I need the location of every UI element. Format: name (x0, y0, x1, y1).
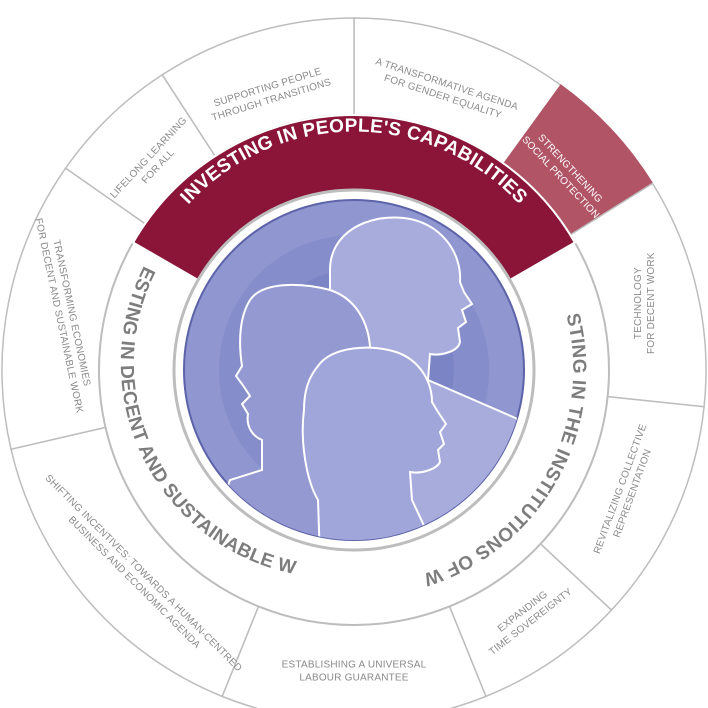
segment-label-line: LABOUR GUARANTEE (299, 673, 408, 684)
center-circle (183, 199, 525, 541)
segment-label-line: FOR DECENT WORK (646, 252, 657, 354)
segment-label-labour: ESTABLISHING A UNIVERSAL LABOUR GUARANTEE (282, 660, 427, 684)
person-silhouette-front (301, 346, 448, 540)
outer-ring: A TRANSFORMATIVE AGENDAFOR GENDER EQUALI… (1, 17, 707, 708)
segment-label-line: TECHNOLOGY (633, 267, 644, 339)
segment-label-line: ESTABLISHING A UNIVERSAL (282, 660, 427, 671)
